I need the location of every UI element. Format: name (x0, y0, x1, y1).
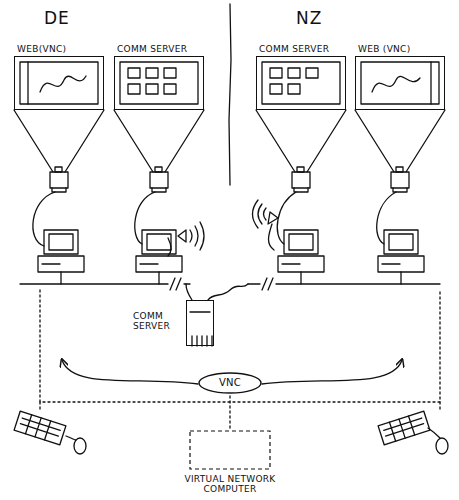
computers (38, 230, 424, 272)
network-wires (20, 272, 440, 300)
screen-title: WEB (VNC) (358, 44, 411, 54)
keyboards (14, 411, 448, 454)
projection-screen: COMM SERVER (114, 56, 204, 110)
vnc-ellipse: VNC (198, 372, 262, 394)
video-cables (33, 192, 396, 246)
ellipse-shape (199, 373, 261, 393)
dashed-outline (176, 430, 284, 470)
speaker-symbols (168, 200, 278, 256)
vnc-dotted-links (40, 290, 440, 430)
node-label: VIRTUAL NETWORK COMPUTER (176, 430, 284, 495)
server-box-detail (190, 312, 212, 346)
divider-line (229, 4, 231, 185)
screen-title: COMM SERVER (117, 44, 187, 54)
projection-screen: COMM SERVER (256, 56, 346, 110)
screen-contents (20, 62, 439, 104)
comm-server-box: COMM SERVER (186, 300, 214, 346)
server-label: COMM SERVER (133, 311, 179, 332)
virtual-computer-box: VIRTUAL NETWORK COMPUTER (176, 430, 284, 495)
projectors (50, 167, 409, 192)
screen-title: COMM SERVER (259, 44, 329, 54)
site-label: NZ (296, 8, 322, 28)
site-label: DE (44, 8, 70, 28)
vnc-arrow (62, 360, 198, 384)
screen-title: WEB(VNC) (17, 44, 66, 54)
node-label: VNC (198, 372, 262, 394)
projection-screen: WEB(VNC) (14, 56, 104, 110)
dashed-rect (190, 431, 270, 469)
projection-screen: WEB (VNC) (355, 56, 445, 110)
projector-beams (14, 110, 445, 172)
vnc-arrow (262, 360, 402, 384)
